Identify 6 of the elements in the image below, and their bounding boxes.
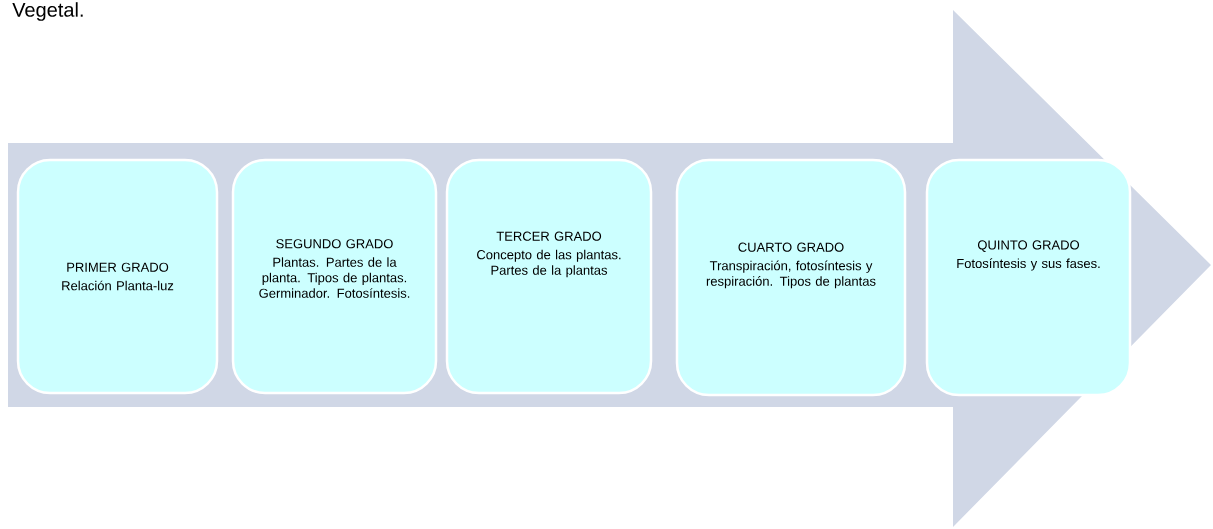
grade-card: CUARTO GRADO Transpiración, fotosíntesis y respiración. Tipos de plantas	[675, 158, 907, 397]
grade-card: QUINTO GRADO Fotosíntesis y sus fases.	[925, 158, 1132, 397]
grade-card: PRIMER GRADO Relación Planta-luz	[16, 158, 219, 395]
heading-text: Vegetal.	[12, 2, 83, 21]
grade-card: TERCER GRADO Concepto de las plantas. Partes de la plantas	[445, 158, 653, 395]
grade-card: SEGUNDO GRADO Plantas. Partes de la planta. Tipos de plantas. Germinador. Fotosíntesis.	[231, 158, 438, 395]
